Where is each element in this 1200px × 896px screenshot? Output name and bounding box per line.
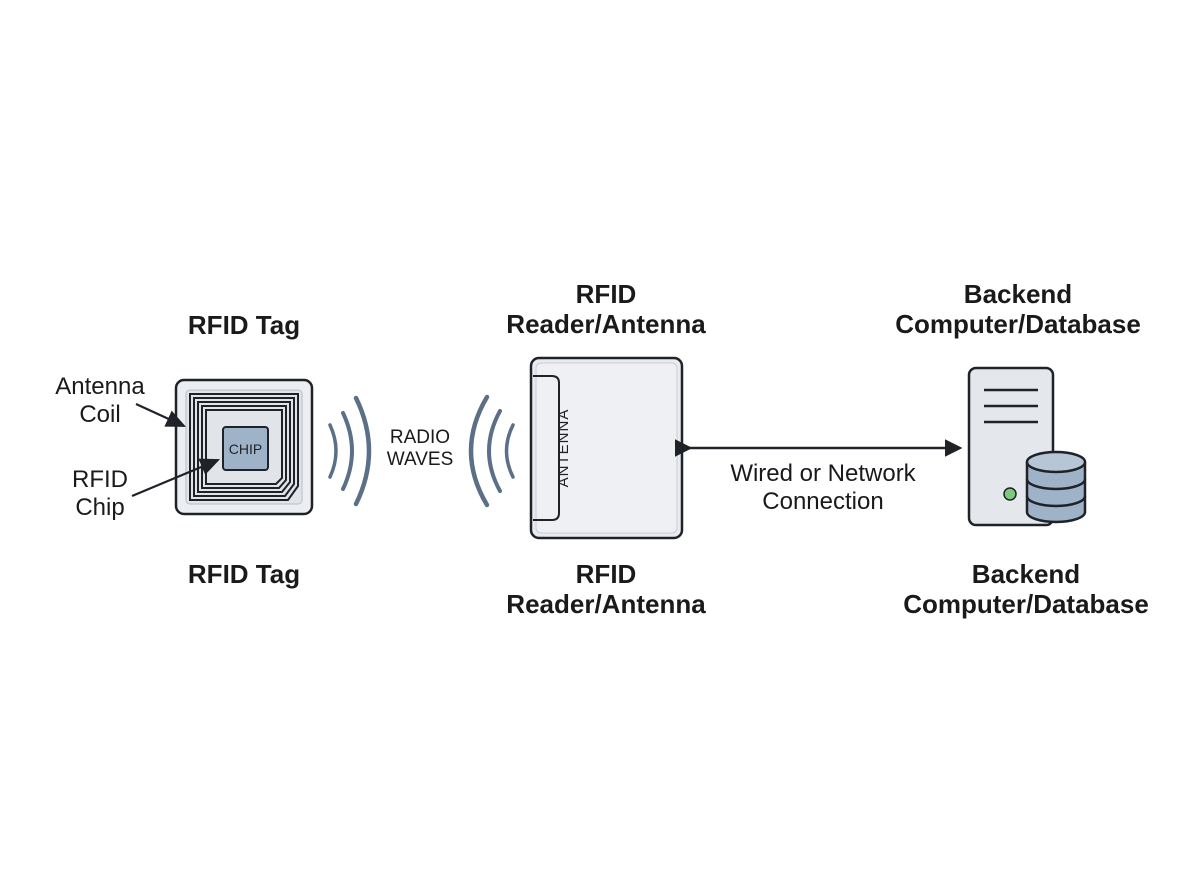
connection-label: Wired or Network Connection [730, 460, 916, 515]
rfid-chip-arrow [131, 458, 221, 498]
tag-title-bottom: RFID Tag [187, 559, 301, 589]
antenna-coil-arrow [135, 403, 186, 427]
reader-title-top: RFID Reader/Antenna [506, 279, 706, 339]
reader-title-bottom: RFID Reader/Antenna [506, 559, 706, 619]
radio-waves-right-icon [468, 394, 515, 508]
radio-waves-left-icon [328, 395, 372, 507]
tag-title-top: RFID Tag [187, 310, 301, 340]
reader-antenna-bracket [533, 375, 560, 521]
chip-text: CHIP [229, 441, 262, 457]
rfid-chip-label: RFID Chip [72, 466, 128, 521]
chip-icon: CHIP [222, 426, 269, 471]
radio-waves-label: RADIO WAVES [386, 427, 454, 470]
rfid-reader: ANTENNA [529, 356, 684, 540]
database-icon [1025, 450, 1087, 524]
antenna-text: ANTENNA [555, 409, 572, 488]
server-led-icon [1003, 487, 1017, 501]
backend-title-bottom: Backend Computer/Database [903, 559, 1149, 619]
backend-title-top: Backend Computer/Database [895, 279, 1141, 339]
rfid-tag: CHIP [174, 378, 314, 516]
antenna-coil-label: Antenna Coil [55, 373, 145, 428]
